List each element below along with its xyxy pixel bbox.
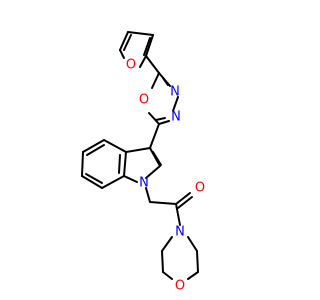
bond	[145, 187, 151, 203]
bond	[172, 96, 179, 112]
bond	[118, 154, 121, 174]
bond	[145, 55, 160, 74]
bond	[145, 34, 154, 57]
bond	[152, 151, 162, 166]
furan-oxygen-label: O	[126, 58, 136, 73]
atom-oxadiazole-oxygen: O	[139, 93, 149, 108]
morpholine-oxygen-label: O	[175, 279, 185, 294]
bond	[119, 49, 125, 59]
bond	[85, 173, 103, 184]
oxadiazole-oxygen-label: O	[139, 93, 149, 108]
atom-furan-oxygen: O	[126, 58, 136, 73]
bond	[175, 192, 191, 205]
bond	[127, 31, 154, 36]
structure-svg: O O N N N O N O	[81, 31, 205, 294]
bond	[177, 196, 193, 209]
atom-oxadiazole-nitrogen-2: N	[171, 110, 181, 125]
bond	[103, 139, 127, 153]
bond	[145, 165, 161, 179]
oxadiazole-nitrogen-1-label: N	[170, 85, 180, 100]
bond	[162, 77, 169, 86]
morpholine-ring	[161, 236, 199, 280]
bond	[196, 250, 199, 273]
side-chain	[145, 187, 193, 226]
atom-carbonyl-oxygen: O	[195, 181, 205, 196]
bond	[123, 151, 127, 177]
bond	[86, 144, 105, 156]
atom-morpholine-oxygen: O	[175, 279, 185, 294]
molecule-diagram: O O N N N O N O	[81, 31, 205, 294]
bond	[125, 147, 151, 153]
atom-morpholine-nitrogen: N	[175, 225, 185, 240]
bond	[155, 117, 166, 121]
bond	[149, 123, 160, 149]
bond	[139, 55, 147, 68]
bond	[161, 250, 164, 273]
bond	[148, 112, 160, 125]
morpholine-nitrogen-label: N	[175, 225, 185, 240]
furan-ring	[119, 31, 154, 68]
bond	[149, 201, 177, 205]
atom-oxadiazole-nitrogen-1: N	[170, 85, 180, 100]
bond	[175, 203, 181, 226]
oxadiazole-nitrogen-2-label: N	[171, 110, 181, 125]
indole-nitrogen-label: N	[139, 176, 149, 191]
bond	[81, 175, 103, 189]
oxadiazole-ring	[148, 72, 179, 125]
bond	[161, 236, 173, 252]
carbonyl-oxygen-label: O	[195, 181, 205, 196]
bond	[187, 236, 198, 252]
bond	[158, 120, 170, 125]
bond	[123, 175, 138, 183]
atom-indole-nitrogen: N	[139, 176, 149, 191]
bond	[123, 34, 132, 51]
bond	[82, 139, 105, 153]
bond	[187, 271, 199, 280]
indole-pyrrole-ring	[123, 147, 162, 183]
bond	[101, 175, 125, 189]
bond	[119, 31, 129, 51]
bond	[143, 37, 151, 56]
bond	[162, 271, 173, 280]
bond	[81, 151, 84, 177]
bond	[151, 72, 160, 89]
indole-benzene-ring	[81, 139, 127, 189]
